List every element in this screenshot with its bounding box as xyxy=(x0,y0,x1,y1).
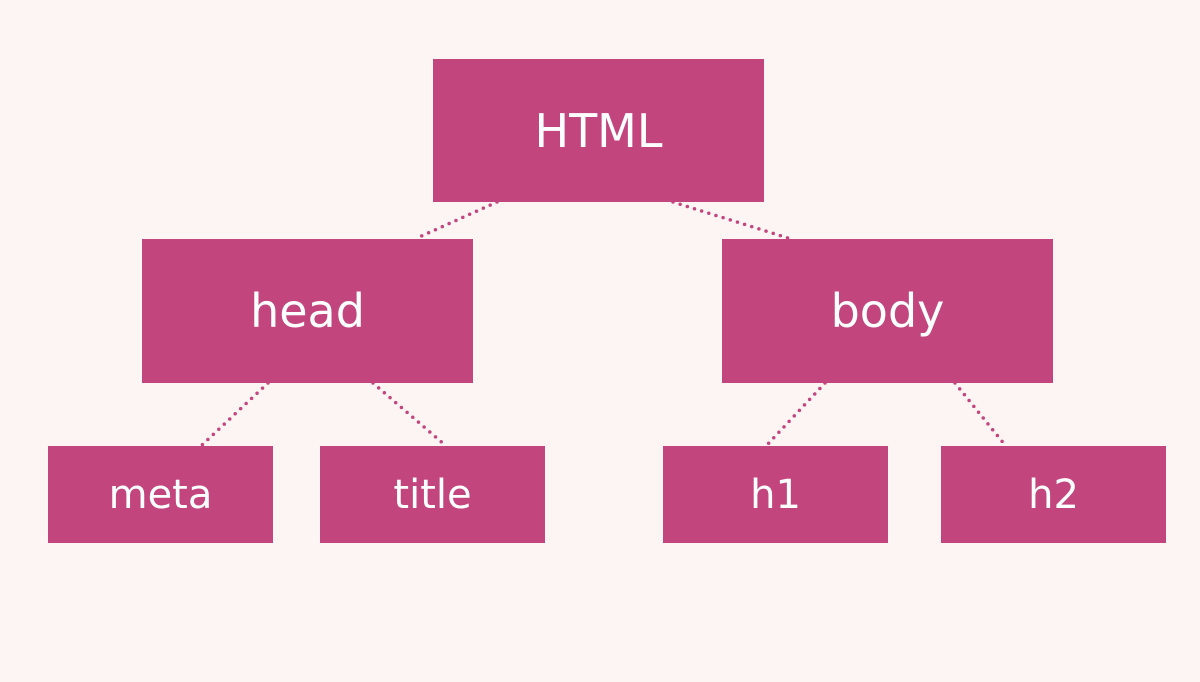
node-html-label: HTML xyxy=(534,103,663,158)
link-head-meta xyxy=(200,381,270,447)
node-h1-label: h1 xyxy=(750,471,801,518)
node-body-label: body xyxy=(830,284,945,338)
node-html: HTML xyxy=(433,59,764,202)
node-head: head xyxy=(142,239,473,383)
node-body: body xyxy=(722,239,1053,383)
link-html-head xyxy=(415,200,499,240)
node-title-label: title xyxy=(393,471,472,518)
node-h2: h2 xyxy=(941,446,1166,543)
link-body-h1 xyxy=(765,381,827,447)
node-meta: meta xyxy=(48,446,273,543)
node-h2-label: h2 xyxy=(1028,471,1079,518)
node-title: title xyxy=(320,446,545,543)
node-h1: h1 xyxy=(663,446,888,543)
node-head-label: head xyxy=(250,284,365,338)
link-html-body xyxy=(671,200,790,240)
link-head-title xyxy=(371,381,447,447)
node-meta-label: meta xyxy=(108,471,213,518)
link-body-h2 xyxy=(953,381,1007,447)
